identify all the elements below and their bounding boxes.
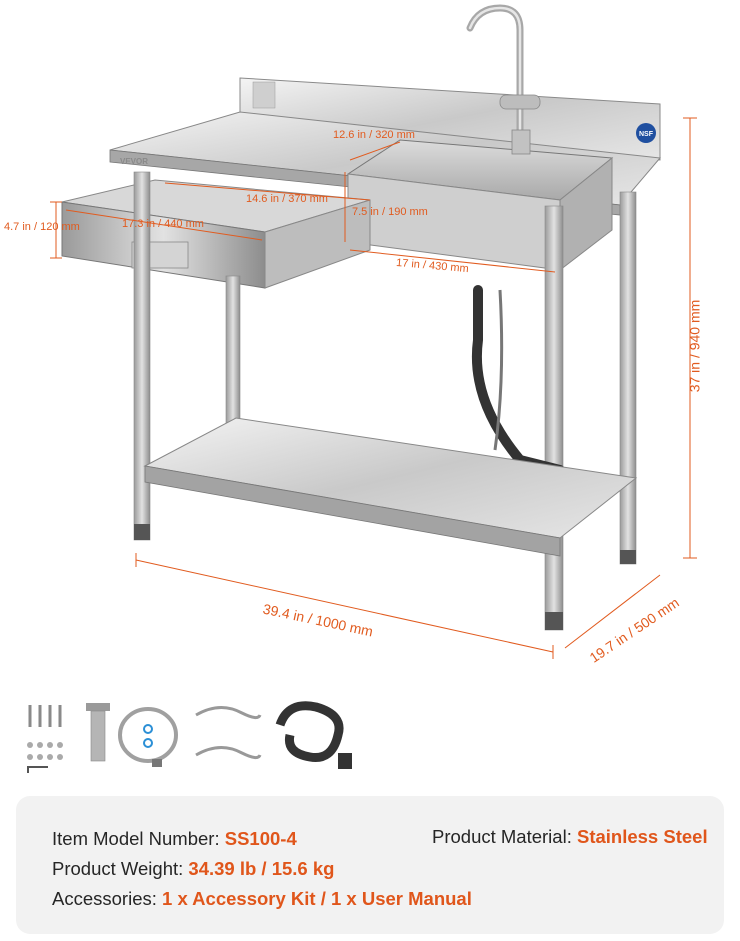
accessories-value: 1 x Accessory Kit / 1 x User Manual xyxy=(162,888,472,909)
drain-hose xyxy=(471,285,565,475)
screw-set-icon xyxy=(27,705,63,773)
weight-row: Product Weight: 34.39 lb / 15.6 kg xyxy=(52,858,334,880)
supply-hose-icon xyxy=(118,707,178,767)
drain-hose-icon xyxy=(275,701,352,769)
model-number-label: Item Model Number: xyxy=(52,828,220,849)
nsf-badge-text: NSF xyxy=(639,131,654,138)
material-label: Product Material: xyxy=(432,826,572,847)
brand-logo: VEVOR xyxy=(120,157,148,166)
water-hoses-icon xyxy=(195,706,262,760)
sink-basin xyxy=(346,139,614,272)
model-number-row: Item Model Number: SS100-4 xyxy=(52,828,297,850)
bottom-shelf xyxy=(143,417,638,557)
drawer-width-label: 17.3 in / 440 mm xyxy=(122,218,204,230)
weight-label: Product Weight: xyxy=(52,858,184,879)
drawer-length-label: 14.6 in / 370 mm xyxy=(246,193,328,205)
product-illustration: NSF VEVOR xyxy=(4,4,703,666)
specs-panel: Item Model Number: SS100-4 Product Mater… xyxy=(16,796,724,934)
drain-pipe-icon xyxy=(86,703,110,762)
material-row: Product Material: Stainless Steel xyxy=(432,826,708,848)
nsf-badge-icon xyxy=(636,123,656,143)
sink-width-label: 12.6 in / 320 mm xyxy=(333,129,415,141)
faucet xyxy=(466,4,541,155)
overall-height-label: 37 in / 940 mm xyxy=(686,299,703,393)
accessories-row xyxy=(20,695,380,785)
sink-drawing: NSF VEVOR xyxy=(50,4,697,659)
backsplash xyxy=(239,77,661,161)
material-value: Stainless Steel xyxy=(576,826,708,847)
drawer-height-label: 4.7 in / 120 mm xyxy=(4,221,80,233)
dimension-lines xyxy=(50,117,697,659)
accessories-info-row: Accessories: 1 x Accessory Kit / 1 x Use… xyxy=(52,888,472,910)
accessories-label: Accessories: xyxy=(52,888,157,909)
basin-depth-label: 7.5 in / 190 mm xyxy=(352,206,428,218)
weight-value: 34.39 lb / 15.6 kg xyxy=(188,858,335,879)
model-number-value: SS100-4 xyxy=(224,828,297,849)
